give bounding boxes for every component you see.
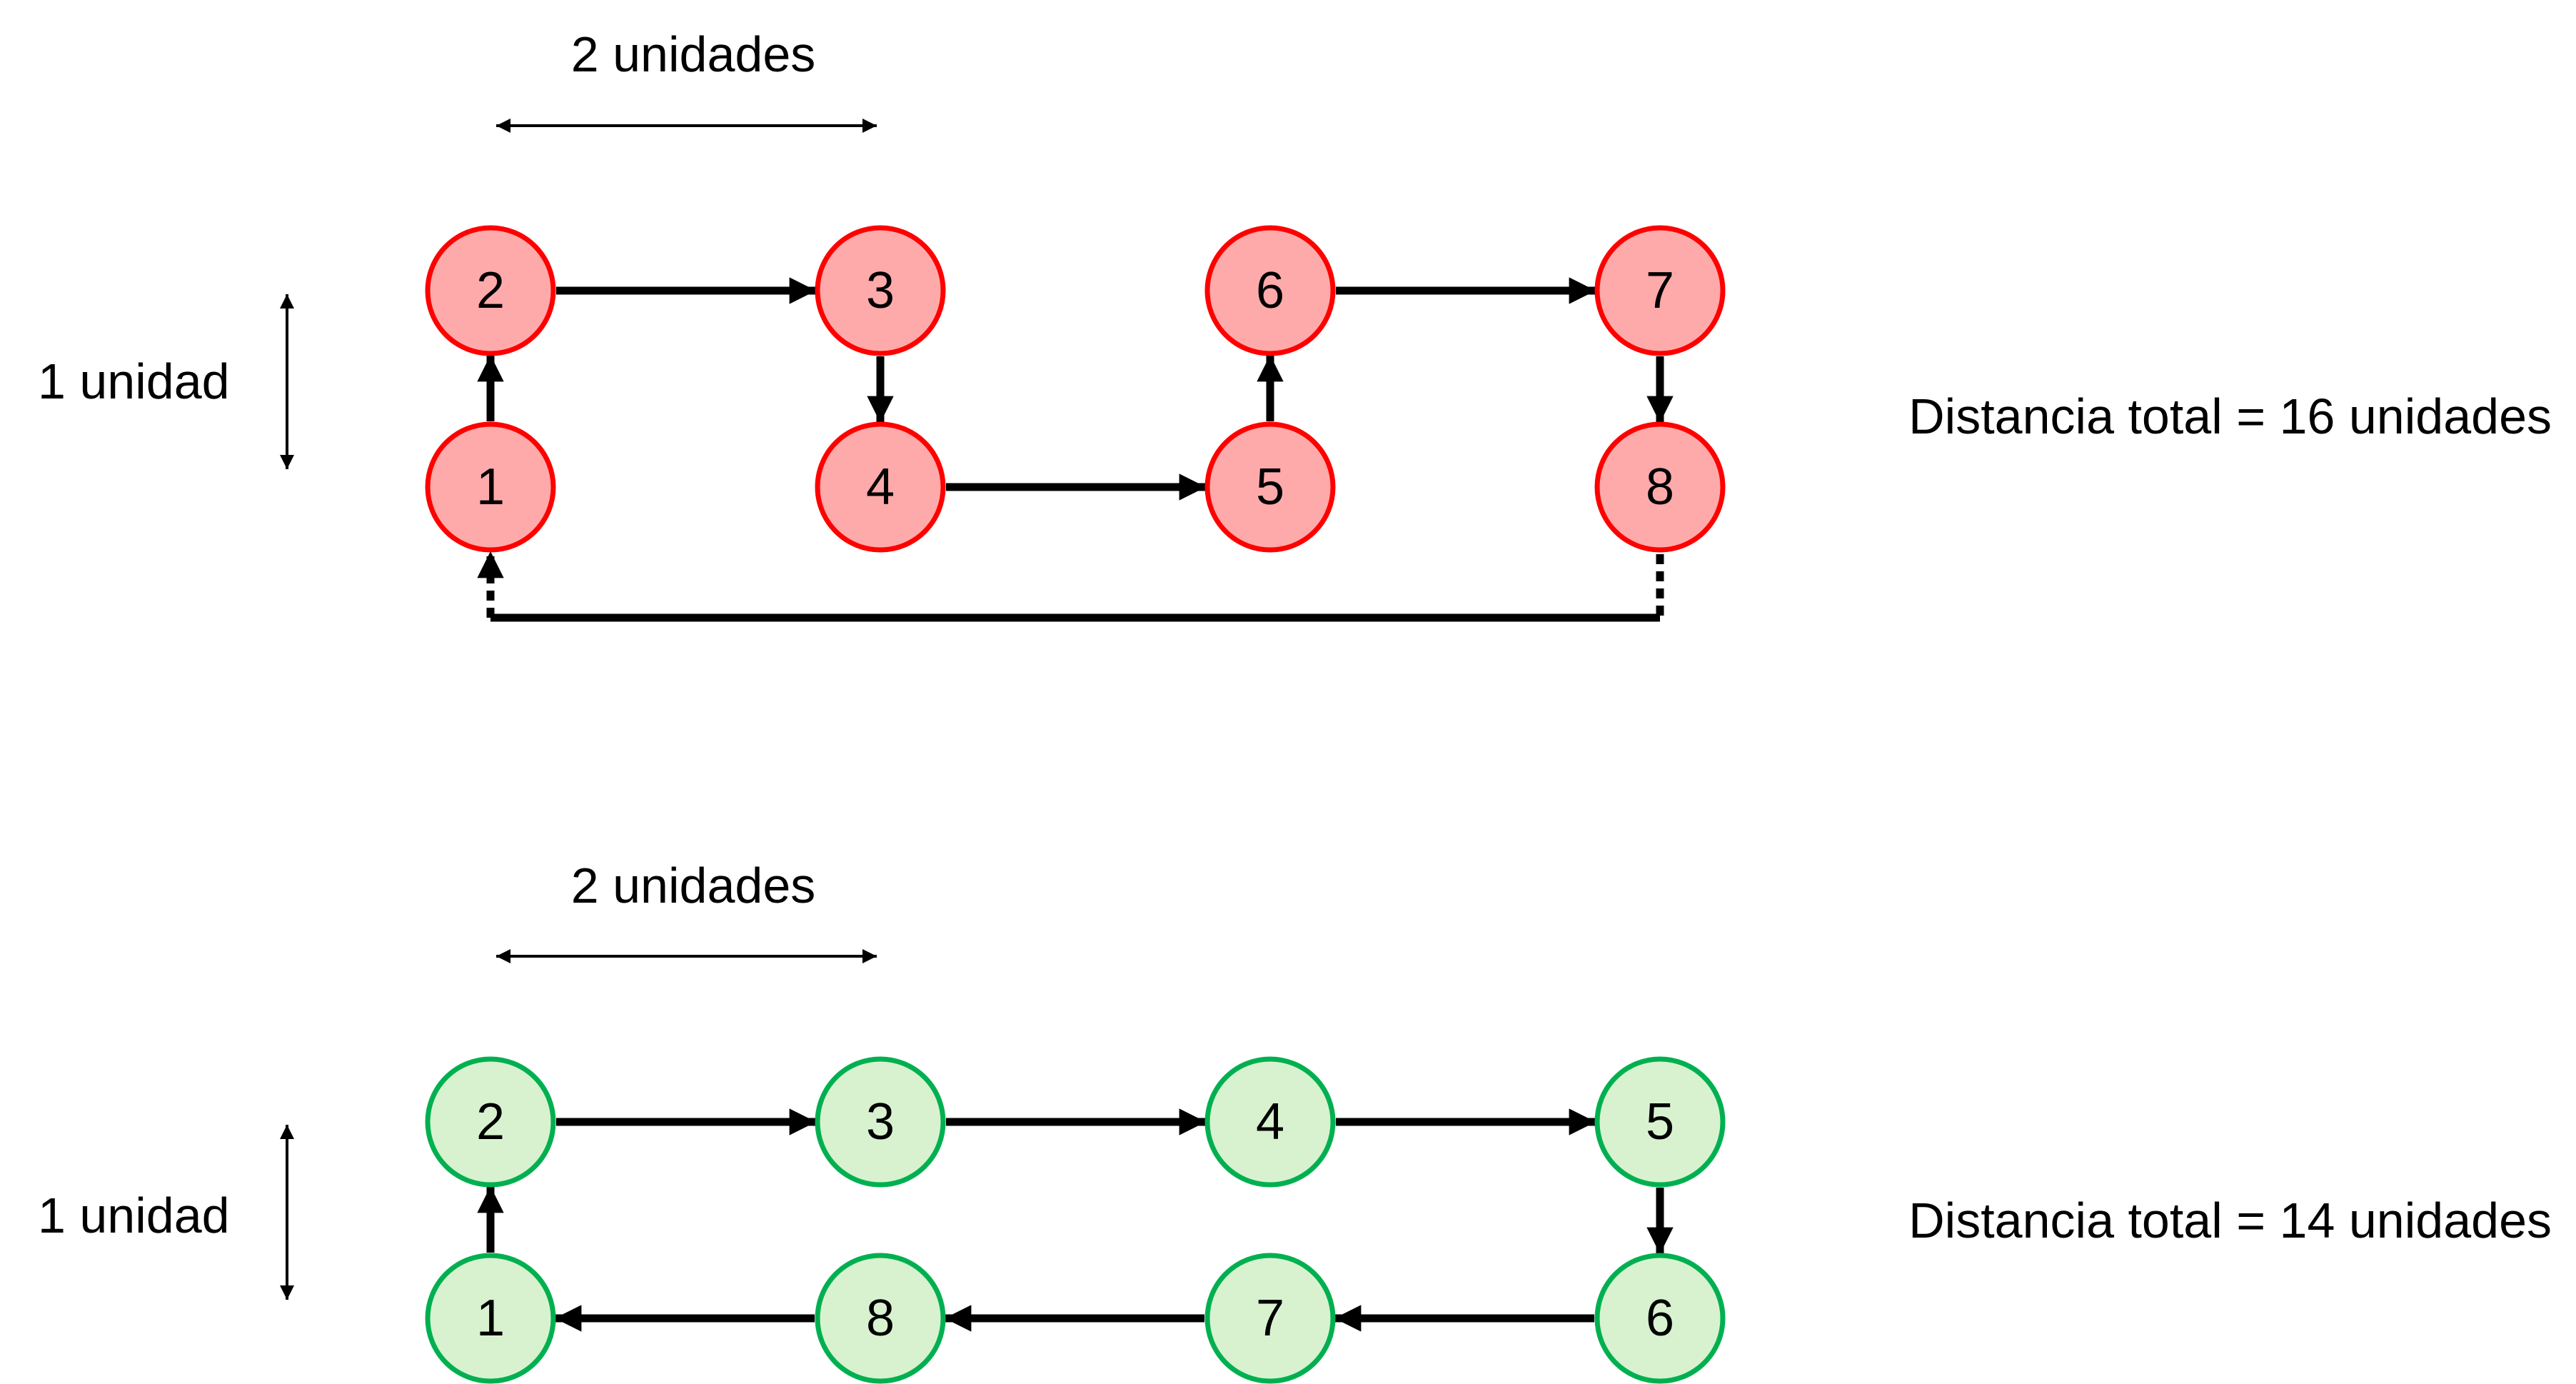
node-1: [425, 1253, 556, 1384]
total-distance-label: Distancia total = 16 unidades: [1908, 388, 2552, 444]
node-label: 4: [866, 458, 895, 516]
total-distance-label: Distancia total = 14 unidades: [1908, 1193, 2552, 1248]
node-5: [1594, 1056, 1726, 1188]
node-label: 5: [1646, 1093, 1674, 1150]
node-label: 8: [866, 1290, 895, 1347]
node-5: [1204, 421, 1336, 553]
node-label: 5: [1256, 458, 1284, 516]
horizontal-scale-label: 2 unidades: [571, 26, 816, 82]
node-4: [815, 421, 946, 553]
node-7: [1204, 1253, 1336, 1384]
node-label: 7: [1646, 262, 1674, 319]
vertical-scale-label: 1 unidad: [38, 1188, 230, 1243]
node-1: [425, 421, 556, 553]
panel-bottom: 2 unidades 1 unidad Distancia total = 14…: [38, 858, 2552, 1384]
node-label: 8: [1646, 458, 1674, 516]
vertical-scale-label: 1 unidad: [38, 353, 230, 409]
node-label: 6: [1646, 1290, 1674, 1347]
node-2: [425, 225, 556, 356]
node-label: 3: [866, 262, 895, 319]
node-label: 2: [476, 1093, 505, 1150]
node-label: 7: [1256, 1290, 1284, 1347]
node-label: 1: [476, 458, 505, 516]
node-label: 2: [476, 262, 505, 319]
node-6: [1594, 1253, 1726, 1384]
node-label: 3: [866, 1093, 895, 1150]
node-label: 6: [1256, 262, 1284, 319]
node-3: [815, 1056, 946, 1188]
node-4: [1204, 1056, 1336, 1188]
node-8: [815, 1253, 946, 1384]
node-2: [425, 1056, 556, 1188]
node-3: [815, 225, 946, 356]
horizontal-scale-label: 2 unidades: [571, 858, 816, 913]
node-6: [1204, 225, 1336, 356]
panel-top: 2 unidades 1 unidad Distancia total = 16…: [38, 26, 2552, 622]
node-7: [1594, 225, 1726, 356]
node-label: 1: [476, 1290, 505, 1347]
node-8: [1594, 421, 1726, 553]
node-label: 4: [1256, 1093, 1284, 1150]
